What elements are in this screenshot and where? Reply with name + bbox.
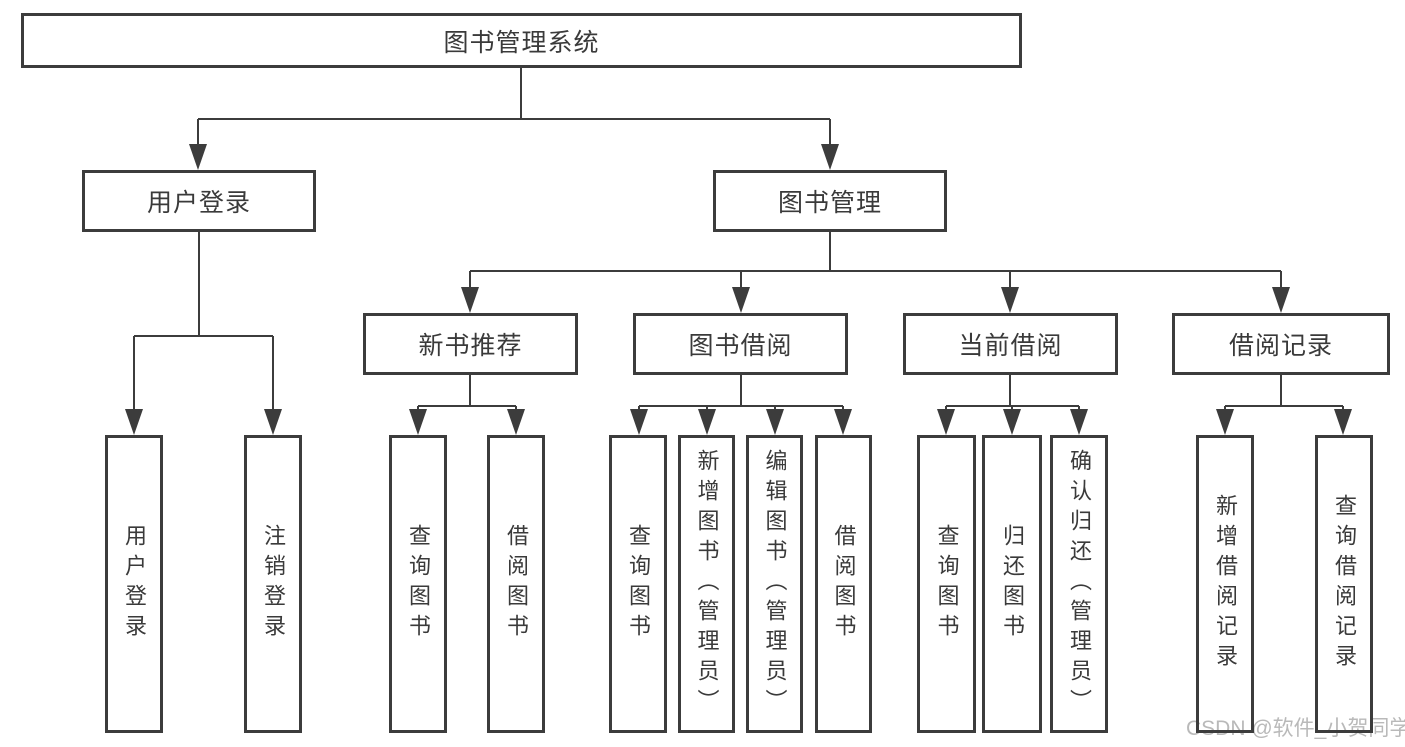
connector-book-management-to-level3 <box>469 232 1282 294</box>
leaf-query-books-borrowing: 查询图书 <box>609 435 667 733</box>
node-new-book-recommendation: 新书推荐 <box>363 313 578 375</box>
node-label: 借阅记录 <box>1228 332 1333 360</box>
leaf-add-books-admin: 新增图书（管理员） <box>678 435 735 733</box>
arrow-down-icon <box>821 144 839 170</box>
node-label: 当前借阅 <box>958 332 1063 360</box>
node-book-borrowing: 图书借阅 <box>633 313 848 375</box>
connector-new-book-to-leaves <box>417 375 517 417</box>
node-current-borrowing: 当前借阅 <box>903 313 1118 375</box>
arrow-down-icon <box>1216 409 1234 435</box>
leaf-label: 借阅图书 <box>504 524 529 644</box>
arrow-down-icon <box>1070 409 1088 435</box>
leaf-label: 归还图书 <box>1000 524 1025 644</box>
arrow-down-icon <box>264 409 282 435</box>
arrow-down-icon <box>1272 287 1290 313</box>
leaf-label: 注销登录 <box>261 524 286 644</box>
node-root-library-management-system: 图书管理系统 <box>21 13 1022 68</box>
leaf-label: 查询借阅记录 <box>1332 494 1357 674</box>
arrow-down-icon <box>1001 287 1019 313</box>
leaf-label: 新增借阅记录 <box>1213 494 1238 674</box>
leaf-label: 确认归还（管理员） <box>1067 449 1092 719</box>
arrow-down-icon <box>698 409 716 435</box>
leaf-label: 查询图书 <box>626 524 651 644</box>
leaf-query-borrow-record: 查询借阅记录 <box>1315 435 1373 733</box>
arrowheads <box>125 144 1352 435</box>
node-label: 新书推荐 <box>418 332 523 360</box>
leaf-label: 编辑图书（管理员） <box>762 449 788 719</box>
leaf-borrow-books-recommend: 借阅图书 <box>487 435 545 733</box>
node-book-management: 图书管理 <box>713 170 947 232</box>
leaf-logout: 注销登录 <box>244 435 302 733</box>
leaf-add-borrow-record: 新增借阅记录 <box>1196 435 1254 733</box>
node-label: 图书管理系统 <box>443 28 600 57</box>
arrow-down-icon <box>507 409 525 435</box>
arrow-down-icon <box>732 287 750 313</box>
leaf-confirm-return-admin: 确认归还（管理员） <box>1050 435 1108 733</box>
arrow-down-icon <box>630 409 648 435</box>
arrow-down-icon <box>1334 409 1352 435</box>
arrow-down-icon <box>461 287 479 313</box>
leaf-query-books-current: 查询图书 <box>917 435 976 733</box>
node-label: 用户登录 <box>146 189 251 217</box>
leaf-label: 新增图书（管理员） <box>694 449 720 719</box>
leaf-return-books: 归还图书 <box>982 435 1042 733</box>
arrow-down-icon <box>189 144 207 170</box>
arrow-down-icon <box>409 409 427 435</box>
leaf-borrow-books: 借阅图书 <box>815 435 872 733</box>
leaf-edit-books-admin: 编辑图书（管理员） <box>746 435 803 733</box>
node-label: 图书借阅 <box>688 332 793 360</box>
connector-root-to-level2 <box>197 68 831 150</box>
connector-borrow-records-to-leaves <box>1224 375 1344 417</box>
node-label: 图书管理 <box>777 189 882 217</box>
node-user-login: 用户登录 <box>82 170 316 232</box>
arrow-down-icon <box>834 409 852 435</box>
leaf-label: 查询图书 <box>934 524 960 644</box>
arrow-down-icon <box>125 409 143 435</box>
node-borrow-records: 借阅记录 <box>1172 313 1390 375</box>
leaf-query-books-recommend: 查询图书 <box>389 435 447 733</box>
connector-book-borrowing-to-leaves <box>638 375 844 417</box>
leaf-label: 用户登录 <box>122 524 147 644</box>
arrow-down-icon <box>937 409 955 435</box>
arrow-down-icon <box>766 409 784 435</box>
csdn-watermark: CSDN @软件_小贺同学 <box>1186 717 1405 740</box>
leaf-label: 查询图书 <box>406 524 431 644</box>
leaf-user-login: 用户登录 <box>105 435 163 733</box>
leaf-label: 借阅图书 <box>831 524 857 644</box>
arrow-down-icon <box>1003 409 1021 435</box>
connector-user-login-to-leaves <box>133 232 274 417</box>
